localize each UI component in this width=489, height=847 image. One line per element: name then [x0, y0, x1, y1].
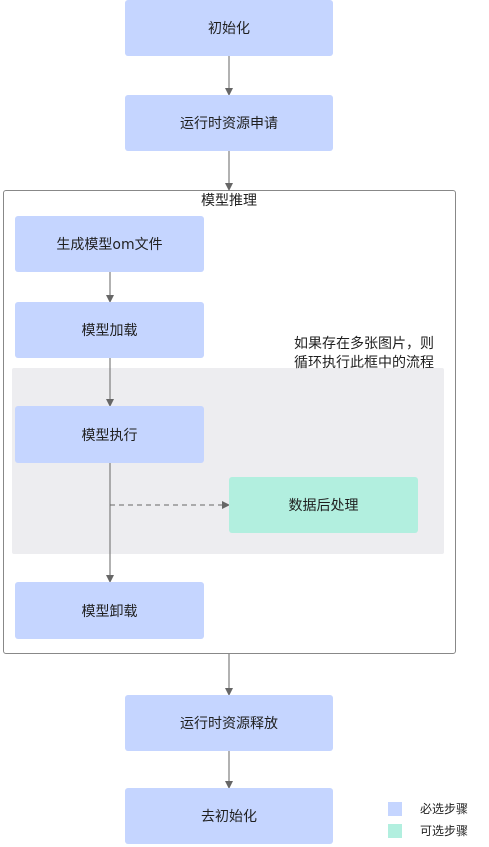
step-deinit: 去初始化	[125, 788, 333, 844]
step-generate-model: 生成模型om文件	[15, 216, 204, 272]
step-post-process: 数据后处理	[229, 477, 418, 533]
step-runtime-request: 运行时资源申请	[125, 95, 333, 151]
step-init: 初始化	[125, 0, 333, 56]
step-model-load: 模型加载	[15, 302, 204, 358]
loop-note-line1: 如果存在多张图片，则	[294, 336, 434, 352]
legend-required-swatch	[388, 802, 402, 816]
legend-optional-swatch	[388, 824, 402, 838]
legend-required-label: 必选步骤	[420, 802, 469, 816]
legend-optional-label: 可选步骤	[420, 824, 469, 838]
step-runtime-release: 运行时资源释放	[125, 695, 333, 751]
model-inference-group-title: 模型推理	[201, 193, 257, 209]
loop-note-line2: 循环执行此框中的流程	[294, 355, 434, 371]
step-model-unload: 模型卸载	[15, 582, 204, 639]
step-model-execute: 模型执行	[15, 406, 204, 463]
